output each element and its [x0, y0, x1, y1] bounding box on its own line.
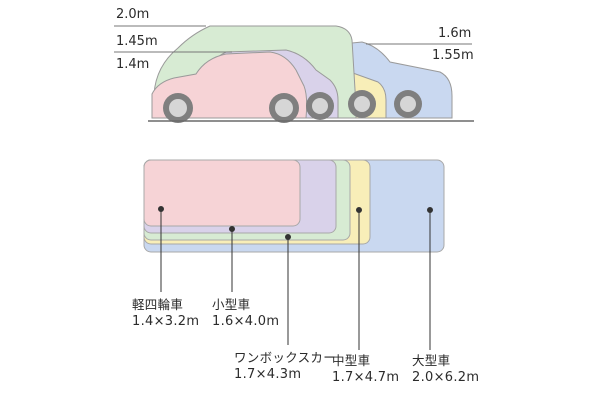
- height-label-wagon: 2.0m: [116, 7, 150, 22]
- label-large-dims: 2.0×6.2m: [412, 370, 480, 385]
- height-label-small: 1.55m: [432, 48, 474, 63]
- label-small-name: 小型車: [212, 297, 251, 312]
- label-wagon: ワンボックスカー 1.7×4.3m: [234, 349, 336, 383]
- label-kei: 軽四輪車 1.4×3.2m: [132, 296, 199, 330]
- label-wagon-dims: 1.7×4.3m: [234, 367, 302, 382]
- footprint-kei: [143, 159, 301, 227]
- label-large-name: 大型車: [412, 353, 451, 368]
- label-mid-name: 中型車: [332, 353, 371, 368]
- label-small: 小型車 1.6×4.0m: [212, 296, 279, 330]
- label-kei-name: 軽四輪車: [132, 297, 184, 312]
- height-label-midsize: 1.45m: [116, 34, 158, 49]
- height-label-large: 1.6m: [438, 26, 472, 41]
- label-small-dims: 1.6×4.0m: [212, 314, 280, 329]
- leader-lines: [158, 206, 433, 350]
- label-kei-dims: 1.4×3.2m: [132, 314, 200, 329]
- label-mid-dims: 1.7×4.7m: [332, 370, 400, 385]
- wheels: [163, 90, 422, 123]
- label-large: 大型車 2.0×6.2m: [412, 352, 479, 386]
- height-label-kei: 1.4m: [116, 57, 150, 72]
- label-wagon-name: ワンボックスカー: [234, 350, 337, 365]
- label-mid: 中型車 1.7×4.7m: [332, 352, 399, 386]
- height-lines: [114, 25, 472, 53]
